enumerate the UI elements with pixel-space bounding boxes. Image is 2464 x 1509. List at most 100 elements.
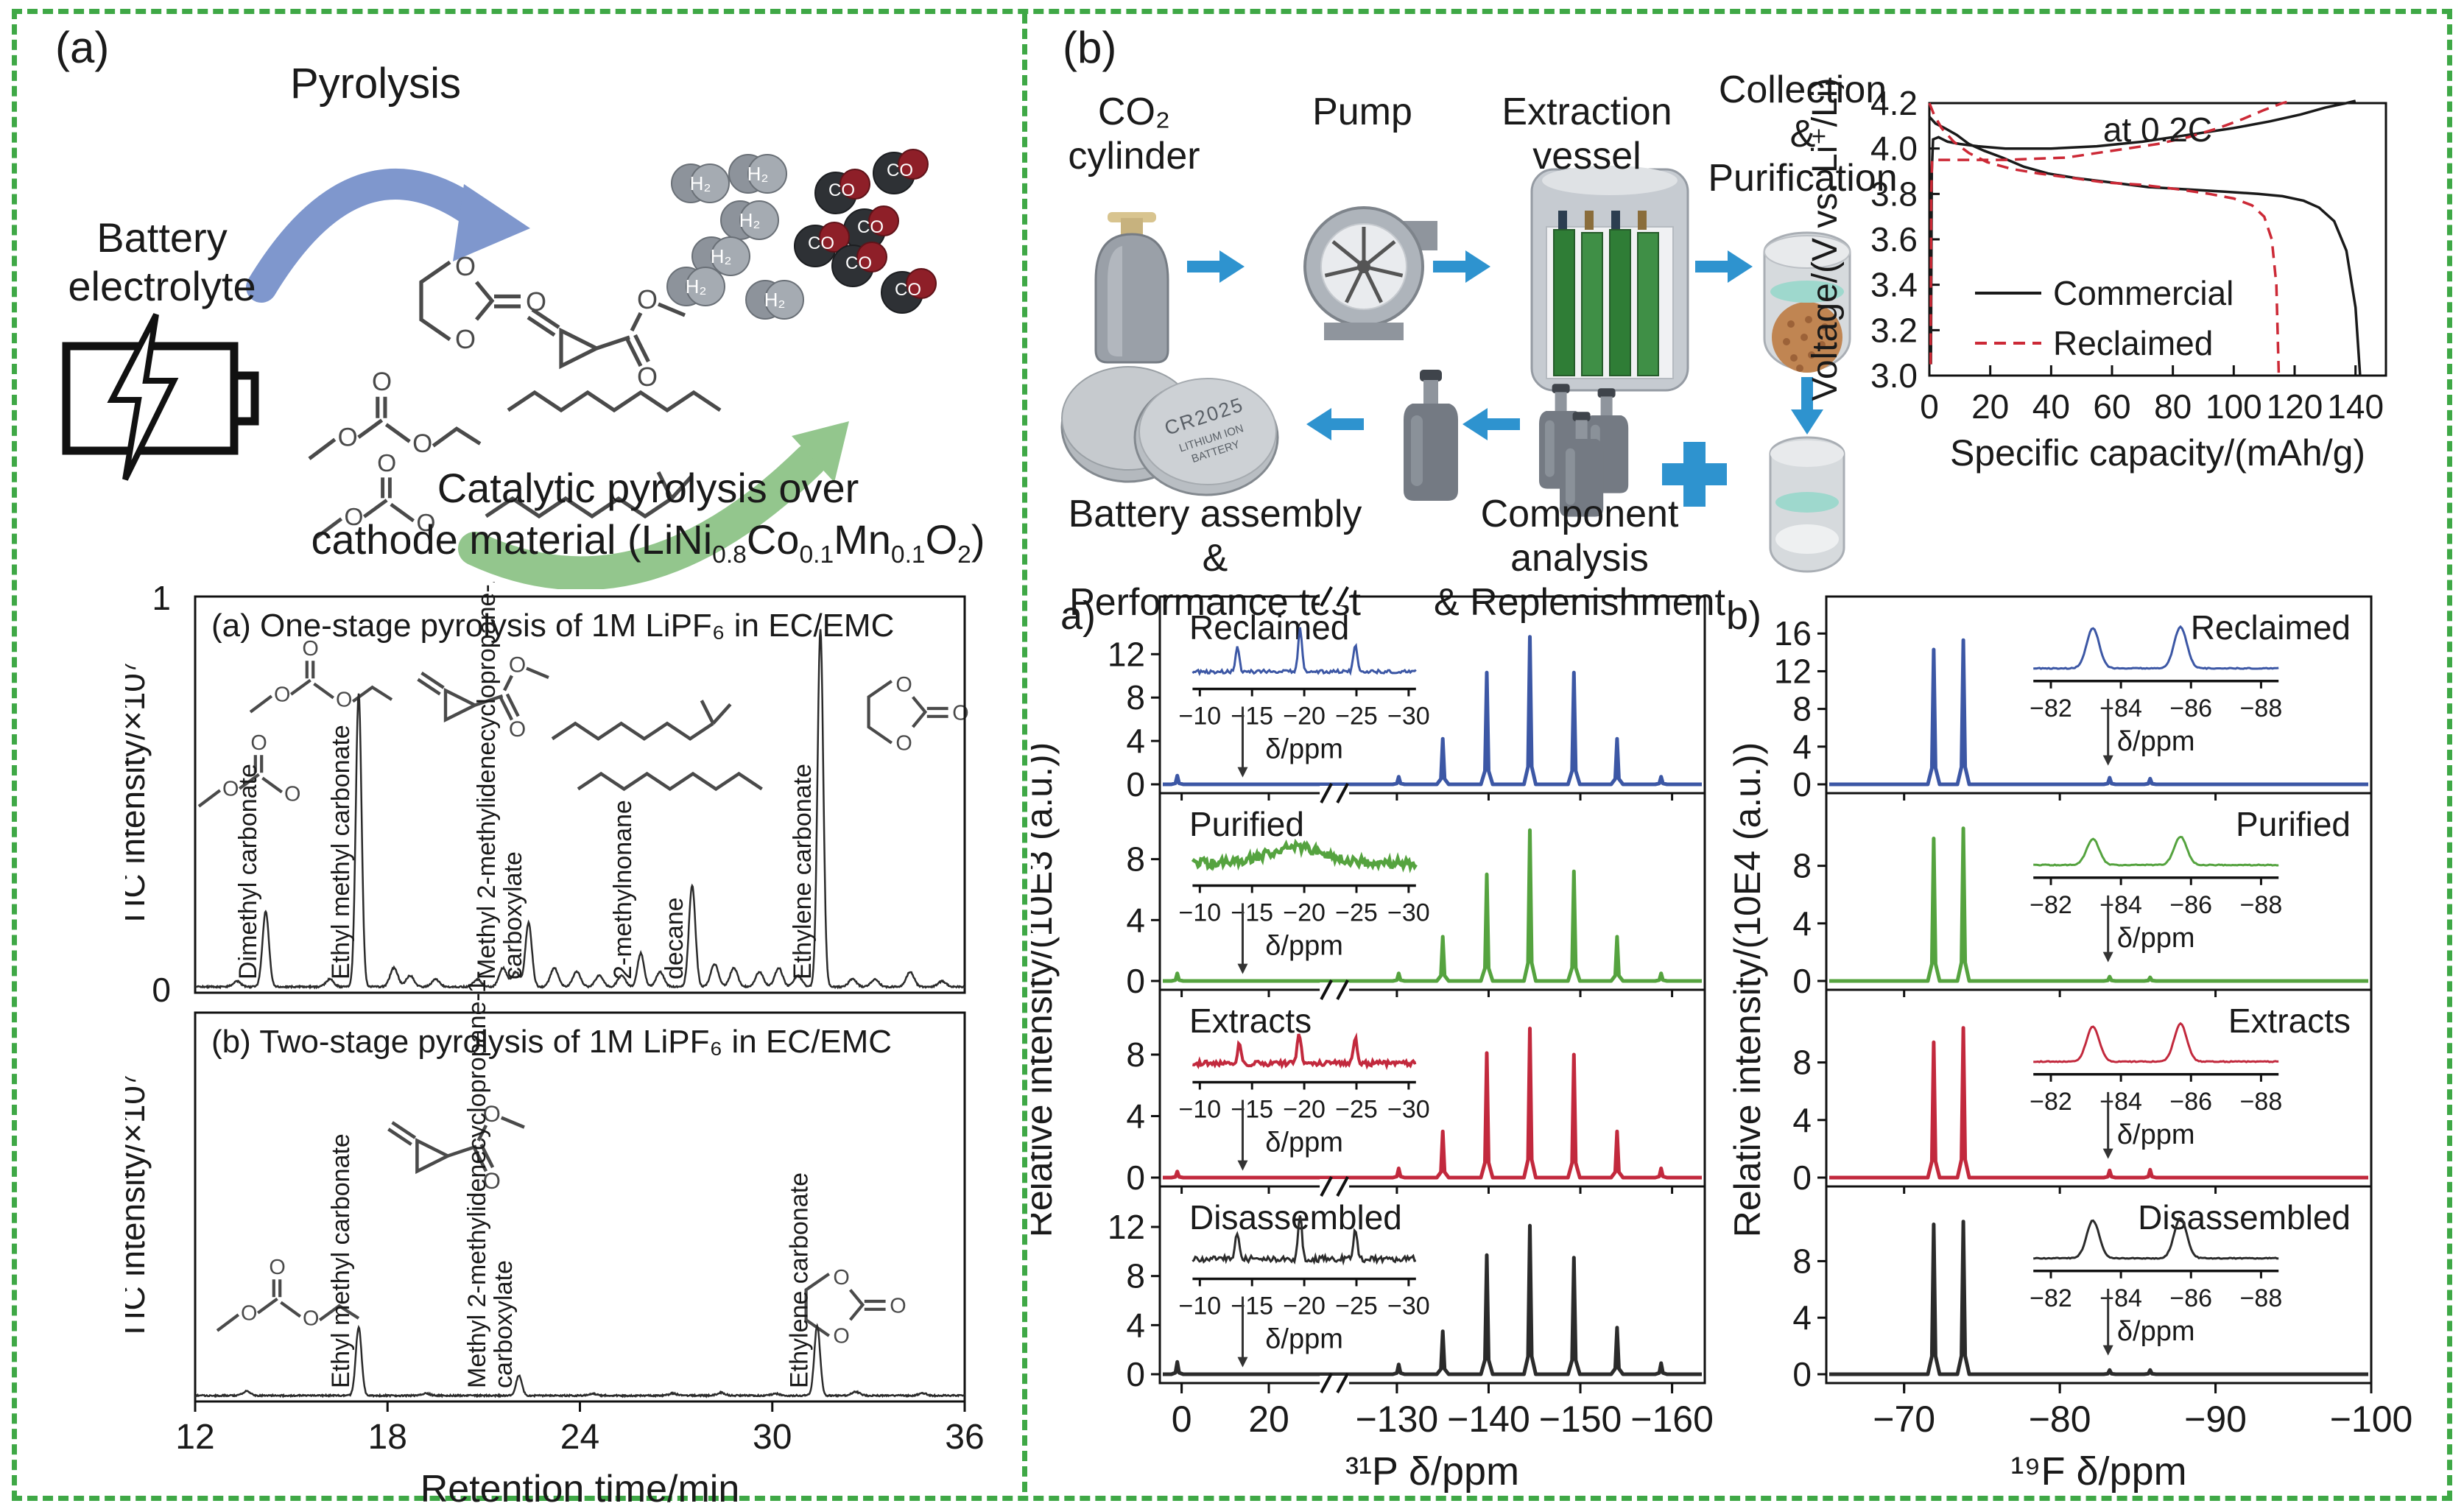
formula-sub: 2 xyxy=(957,541,971,569)
gc-xtick: 12 xyxy=(175,1418,214,1457)
co-molecule-icon xyxy=(898,149,929,180)
co-molecule-icon xyxy=(819,222,850,253)
nmr-panel-label: Extracts xyxy=(1189,1002,1312,1040)
inset-pointer-arrowhead xyxy=(2102,952,2113,963)
co-molecule-label: CO xyxy=(808,233,834,253)
nmr-trace-extracts xyxy=(1163,1027,1702,1180)
structure-decane xyxy=(508,393,720,410)
inset-xlabel: δ/ppm xyxy=(2117,923,2195,954)
pyrolysis-arrowhead xyxy=(453,184,530,261)
nmr-ytick: 8 xyxy=(1792,1242,1812,1280)
structure-ethylene-carbonate xyxy=(869,673,969,755)
structure-ethyl-methyl-carbonate xyxy=(250,637,392,712)
nmr-panel-label: Purified xyxy=(1189,805,1304,843)
axis-break-mark xyxy=(1336,1373,1349,1393)
nmr-xtick: −150 xyxy=(1539,1399,1622,1440)
nmr-ytick: 8 xyxy=(1792,690,1812,728)
nmr-trace-purified xyxy=(1829,826,2368,983)
nmr-panel-letter: b) xyxy=(1726,594,1761,638)
voltage-series-reclaimed-charge xyxy=(1929,99,2292,365)
flow-collection-line1: Collection & xyxy=(1718,68,1887,155)
nmr-ytick: 12 xyxy=(1108,635,1145,673)
battery-line2: electrolyte xyxy=(68,263,256,309)
flow-component-line2: & Replenishment xyxy=(1434,581,1725,624)
gc-peak-label: Ethylene carbonate xyxy=(789,764,817,979)
inset-xtick: −82 xyxy=(2030,694,2072,722)
gc-trace xyxy=(195,629,965,990)
inset-xtick: −86 xyxy=(2169,891,2212,919)
nmr-inset-trace xyxy=(1191,627,1417,677)
inset-xtick: −86 xyxy=(2169,694,2212,722)
gc-peak-label: 2-methylnonane xyxy=(609,800,637,979)
extraction-vessel-icon xyxy=(1530,166,1689,392)
inset-xtick: −88 xyxy=(2240,891,2283,919)
h2-molecule-icon xyxy=(739,200,779,240)
inset-xtick: −20 xyxy=(1283,898,1326,926)
axis-break-mark xyxy=(1320,1176,1333,1197)
nmr-ytick: 8 xyxy=(1792,847,1812,885)
inset-xtick: −20 xyxy=(1283,1095,1326,1123)
h2-molecule-icon xyxy=(747,154,787,194)
inset-xtick: −10 xyxy=(1178,898,1221,926)
gc-panel-frame xyxy=(194,595,966,994)
voltage-xtick: 40 xyxy=(2032,387,2070,426)
h2-molecule-label: H₂ xyxy=(711,245,732,267)
nmr-panel-label: Disassembled xyxy=(2138,1198,2351,1237)
nmr-ytick: 4 xyxy=(1792,1101,1812,1139)
nmr-inset-trace xyxy=(2032,1217,2279,1260)
nmr-xtick: −160 xyxy=(1630,1399,1714,1440)
nmr-xtick: −70 xyxy=(1873,1399,1935,1440)
nmr-trace-reclaimed xyxy=(1163,635,1702,787)
legend-entry: Reclaimed xyxy=(2053,324,2213,362)
axis-break-mark xyxy=(1336,1176,1349,1197)
nmr-ylabel: Relative intensity/(10E3 (a.u.)) xyxy=(1031,742,1060,1238)
inset-xtick: −88 xyxy=(2240,1088,2283,1116)
gc-panel-title: (a) One-stage pyrolysis of 1M LiPF₆ in E… xyxy=(211,608,894,644)
formula-part: Mn xyxy=(834,516,891,563)
axis-break-mark xyxy=(1336,586,1349,607)
inset-xtick: −10 xyxy=(1178,1292,1221,1320)
structure-ethylene-carbonate xyxy=(806,1266,907,1348)
voltage-xtick: 0 xyxy=(1920,387,1939,426)
inset-xtick: −30 xyxy=(1387,1095,1430,1123)
formula-part: cathode material (LiNi xyxy=(311,516,713,563)
inset-xtick: −30 xyxy=(1387,898,1430,926)
inset-xlabel: δ/ppm xyxy=(1265,734,1343,764)
nmr-ytick: 0 xyxy=(1126,962,1145,1000)
inset-xtick: −84 xyxy=(2099,1284,2142,1312)
gc-panel-title: (b) Two-stage pyrolysis of 1M LiPF₆ in E… xyxy=(211,1024,892,1060)
inset-xtick: −84 xyxy=(2099,891,2142,919)
structure-ethylene-carbonate xyxy=(421,251,546,354)
nmr-ytick: 0 xyxy=(1792,962,1812,1000)
nmr-ytick: 0 xyxy=(1126,1158,1145,1197)
voltage-series-reclaimed-discharge xyxy=(1928,102,2281,376)
co-molecule-icon xyxy=(906,268,937,299)
formula-sub: 0.1 xyxy=(799,541,834,569)
gc-ytick: 0 xyxy=(152,971,171,1009)
axis-break-mark xyxy=(1320,783,1333,803)
inset-xtick: −30 xyxy=(1387,702,1430,730)
gc-peak-label: carboxylate xyxy=(499,851,527,979)
gc-trace xyxy=(194,1323,965,1399)
nmr-ytick: 8 xyxy=(1126,1035,1145,1074)
h2-molecule-icon xyxy=(711,236,750,276)
flow-component-line1: Component analysis xyxy=(1480,493,1679,580)
gc-xtick: 18 xyxy=(368,1418,407,1457)
inset-xtick: −30 xyxy=(1387,1292,1430,1320)
nmr-ytick: 12 xyxy=(1774,652,1812,690)
inset-xtick: −15 xyxy=(1231,1292,1273,1320)
voltage-xtick: 100 xyxy=(2206,387,2262,426)
gc-xtick: 24 xyxy=(560,1418,599,1457)
plus-icon xyxy=(1662,442,1727,507)
inset-xlabel: δ/ppm xyxy=(2117,726,2195,757)
inset-pointer-arrowhead xyxy=(2102,1148,2113,1159)
collection-tube-icon xyxy=(1763,231,1851,373)
pump-icon xyxy=(1303,206,1437,340)
h2-molecule-label: H₂ xyxy=(739,209,761,231)
voltage-xtick: 20 xyxy=(1971,387,2009,426)
flow-component-caption: Component analysis & Replenishment xyxy=(1418,492,1742,625)
